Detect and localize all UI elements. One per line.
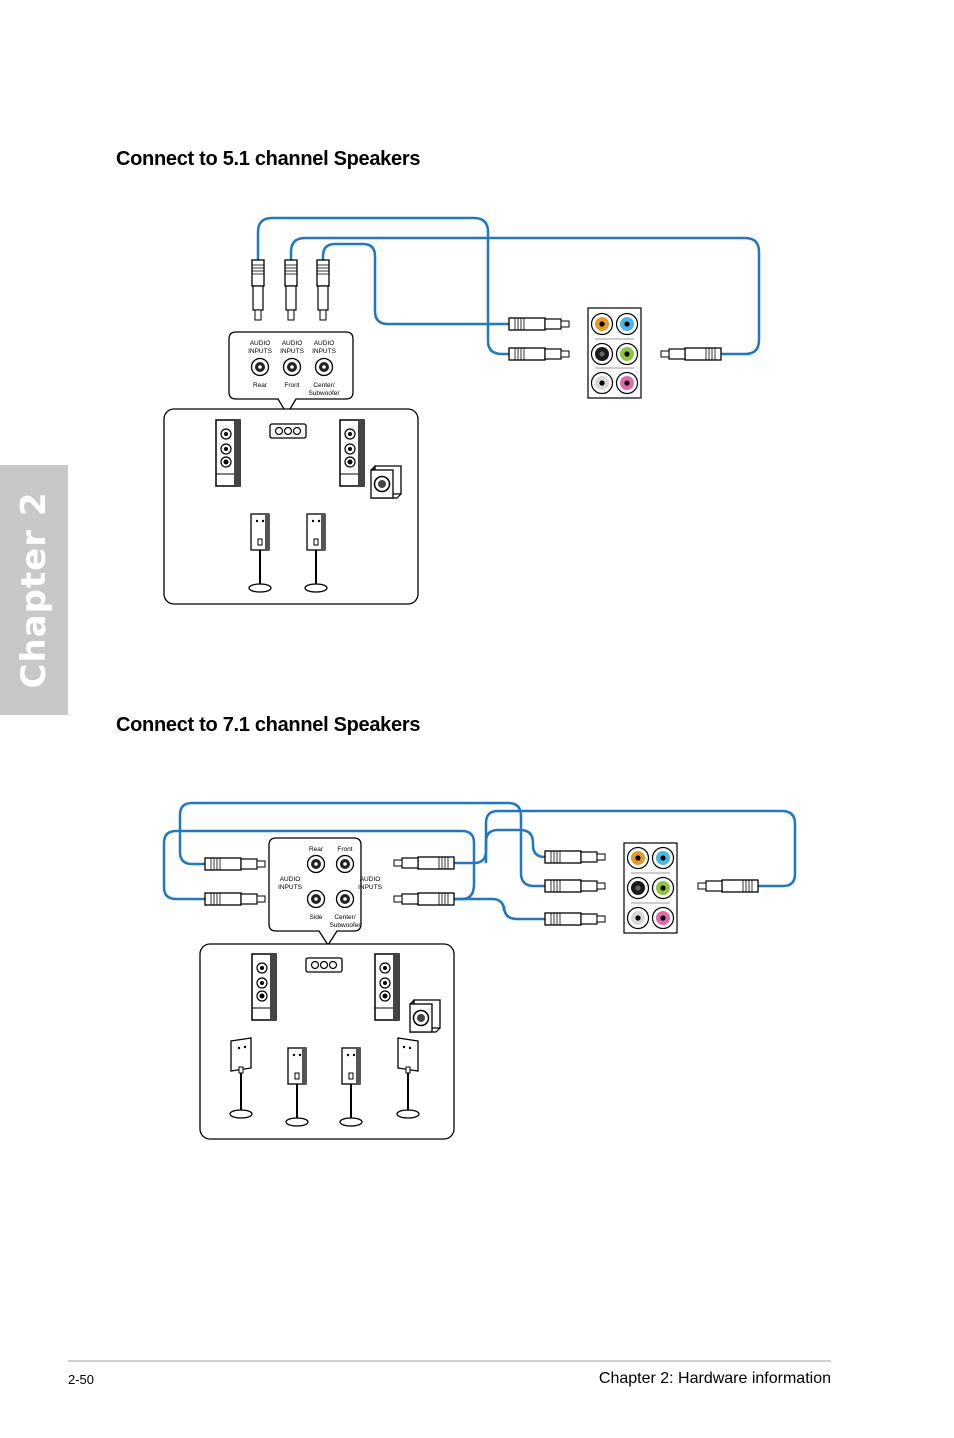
cable-center [321, 242, 509, 326]
label-inputs: INPUTS [278, 884, 303, 891]
label-audio: AUDIO [280, 876, 301, 883]
cable-rear [256, 216, 509, 356]
label-center: Center/ [334, 914, 356, 921]
cable-rear [178, 801, 545, 888]
label-audio: AUDIO [360, 876, 381, 883]
label-inputs: INPUTS [280, 348, 305, 355]
footer-divider [68, 1360, 831, 1362]
label-subwoofer: Subwoofer [329, 922, 361, 929]
label-rear: Rear [309, 846, 324, 853]
label-audio: AUDIO [282, 340, 303, 347]
label-front: Front [337, 846, 352, 853]
cable-front [289, 236, 761, 356]
section-title-5-1: Connect to 5.1 channel Speakers [116, 148, 421, 170]
pc-audio-panel-5-1 [587, 307, 642, 399]
label-audio: AUDIO [250, 340, 271, 347]
cable-side [162, 829, 476, 901]
section-title-7-1: Connect to 7.1 channel Speakers [116, 714, 421, 736]
footer-chapter-title: Chapter 2: Hardware information [598, 1370, 831, 1387]
diagram-7-1: Rear Front AUDIO INPUTS AUDIO INPUTS Sid… [162, 801, 797, 1140]
page-number: 2-50 [68, 1372, 95, 1387]
label-subwoofer: Subwoofer [308, 390, 340, 397]
label-inputs: INPUTS [358, 884, 383, 891]
cable-center [454, 897, 545, 921]
label-front: Front [284, 382, 299, 389]
label-side: Side [309, 914, 322, 921]
label-inputs: INPUTS [312, 348, 337, 355]
label-rear: Rear [253, 382, 268, 389]
label-audio: AUDIO [314, 340, 335, 347]
label-inputs: INPUTS [248, 348, 273, 355]
diagram-5-1: AUDIO INPUTS AUDIO INPUTS AUDIO INPUTS R… [163, 216, 761, 605]
label-center: Center/ [313, 382, 335, 389]
pc-audio-panel-7-1 [623, 842, 678, 934]
chapter-side-tab: Chapter 2 [0, 465, 68, 715]
